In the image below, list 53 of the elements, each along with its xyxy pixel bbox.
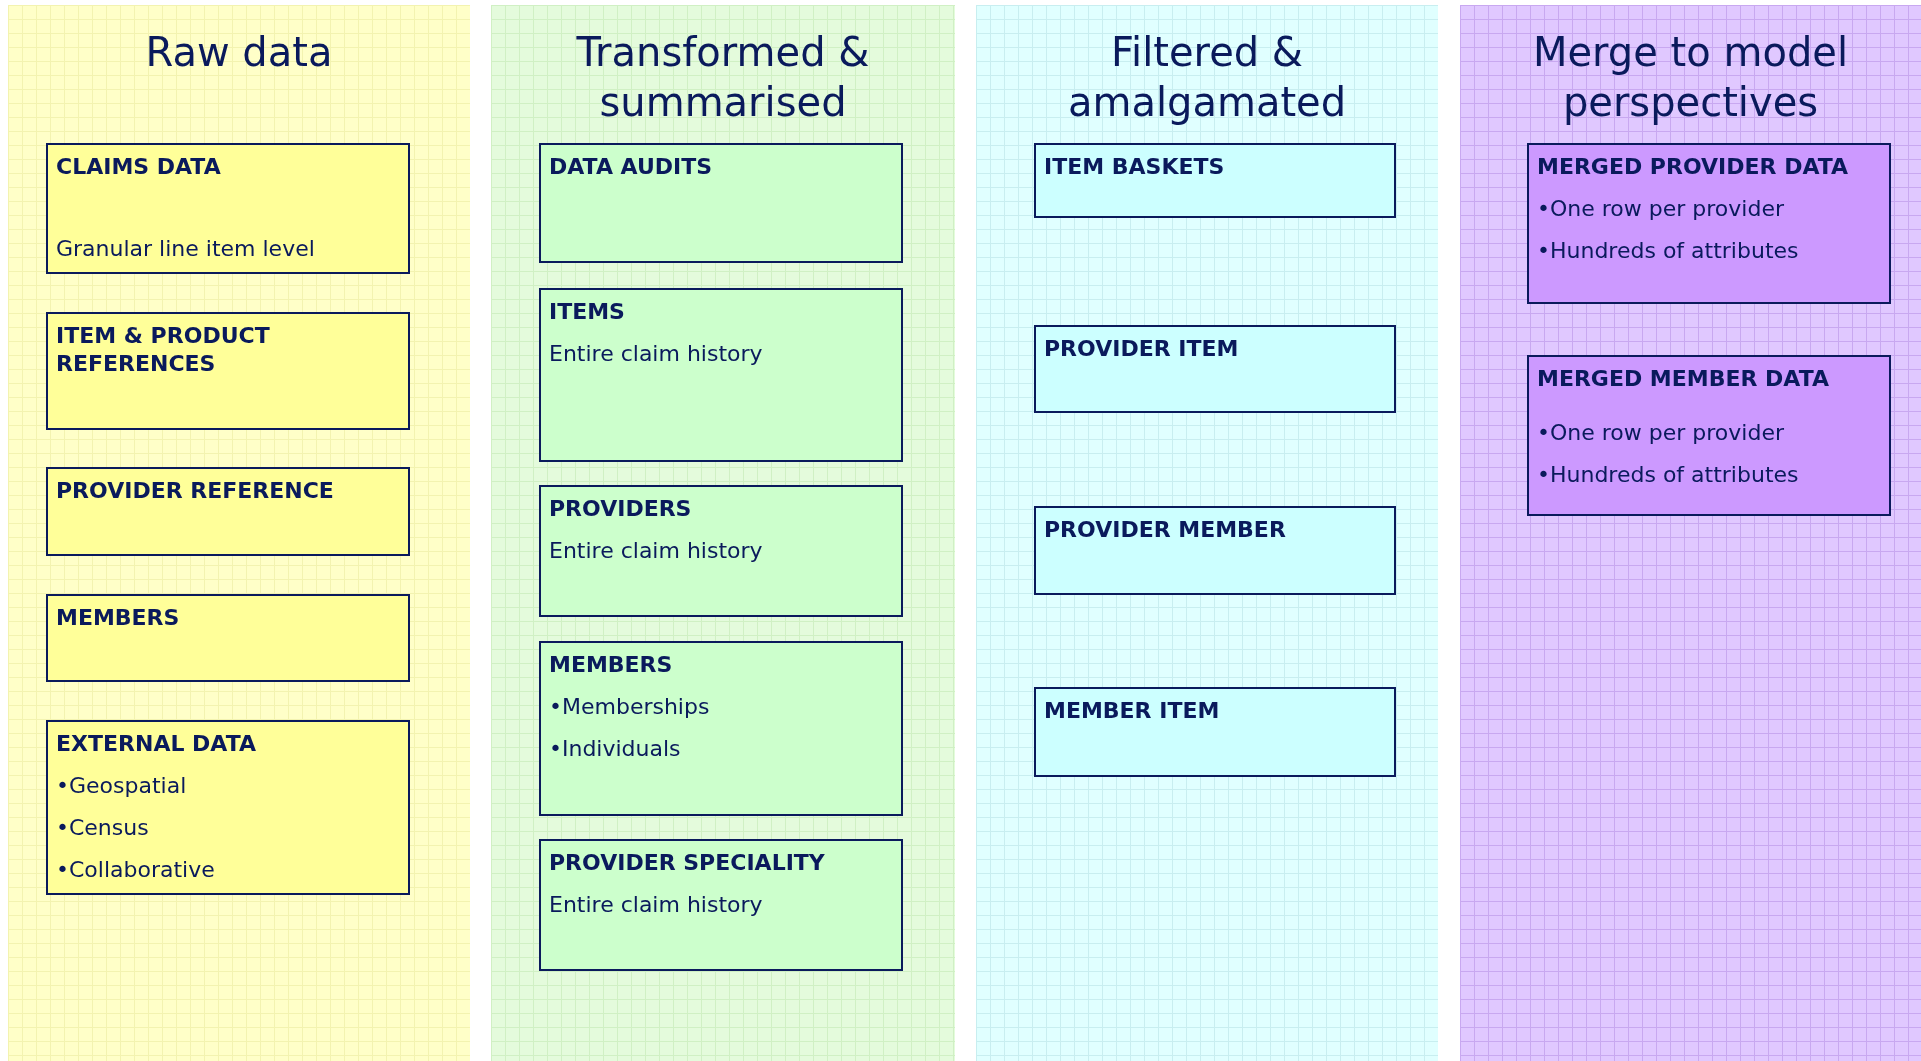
bullet-item: •Memberships [549,693,711,721]
box-heading: MERGED PROVIDER DATA [1537,153,1850,181]
data-box [1527,143,1891,304]
box-heading: EXTERNAL DATA [56,730,257,758]
data-box [539,839,903,971]
box-heading: PROVIDER SPECIALITY [549,849,826,877]
bullet-item: •Census [56,814,150,842]
box-text: Entire claim history [549,340,764,368]
box-heading: PROVIDERS [549,495,693,523]
box-text: Granular line item level [56,235,316,263]
box-heading: MERGED MEMBER DATA [1537,365,1830,393]
data-box [46,312,410,430]
data-box [1527,355,1891,516]
box-text: Entire claim history [549,537,764,565]
box-heading: MEMBERS [549,651,674,679]
bullet-item: •Hundreds of attributes [1537,461,1800,489]
data-box [539,485,903,617]
box-heading: MEMBER ITEM [1044,697,1221,725]
bullet-item: •Collaborative [56,856,216,884]
bullet-item: •One row per provider [1537,195,1785,223]
data-box [539,288,903,462]
column-heading: Raw data [144,28,334,77]
box-heading: ITEMS [549,298,626,326]
data-box [46,594,410,682]
box-heading: PROVIDER REFERENCE [56,477,335,505]
box-heading: DATA AUDITS [549,153,714,181]
bullet-item: •One row per provider [1537,419,1785,447]
column-panel [976,5,1438,1061]
column-heading: Filtered & amalgamated [1066,28,1348,127]
data-box [1034,506,1396,595]
box-heading: PROVIDER ITEM [1044,335,1240,363]
data-box [1034,143,1396,218]
box-heading: MEMBERS [56,604,181,632]
data-box [1034,325,1396,413]
box-heading: ITEM & PRODUCT REFERENCES [56,322,271,378]
data-box [46,467,410,556]
box-heading: CLAIMS DATA [56,153,222,181]
column-panel [1460,5,1921,1061]
column-panel [8,5,470,1061]
bullet-item: •Individuals [549,735,682,763]
data-box [46,143,410,274]
data-box [46,720,410,895]
data-box [539,143,903,263]
data-box [539,641,903,816]
bullet-item: •Hundreds of attributes [1537,237,1800,265]
bullet-item: •Geospatial [56,772,188,800]
box-heading: PROVIDER MEMBER [1044,516,1287,544]
box-heading: ITEM BASKETS [1044,153,1226,181]
column-heading: Transformed & summarised [575,28,871,127]
box-text: Entire claim history [549,891,764,919]
column-panel [491,5,955,1061]
column-heading: Merge to model perspectives [1532,28,1849,127]
data-box [1034,687,1396,777]
